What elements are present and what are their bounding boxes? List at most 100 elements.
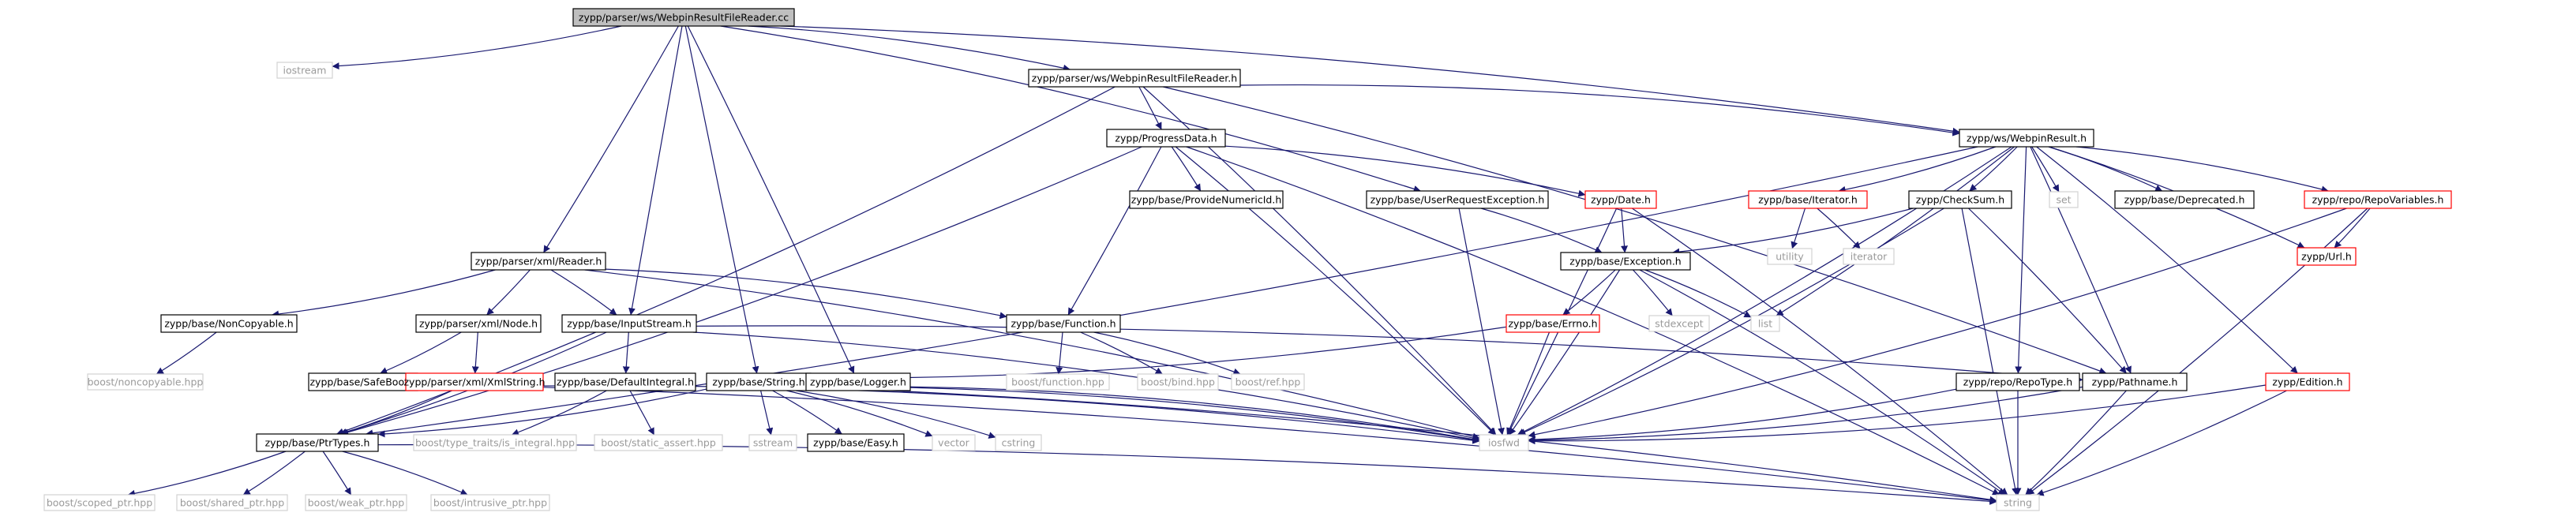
node-zypp-base-noncopyable-h[interactable]: zypp/base/NonCopyable.h (160, 314, 298, 333)
edge-exception-to-stdexcept (1633, 269, 1673, 316)
node-box (2049, 191, 2079, 208)
node-label: zypp/base/PtrTypes.h (265, 437, 370, 449)
edge-progressdata-to-iosfwd (1175, 146, 1496, 436)
node-box (1560, 252, 1691, 271)
node-boost-scoped-ptr-hpp: boost/scoped_ptr.hpp (43, 494, 156, 511)
node-set: set (2049, 191, 2079, 208)
edge-string_h-to-sstream (760, 390, 774, 436)
node-zypp-date-h[interactable]: zypp/Date.h (1584, 190, 1657, 209)
node-box (1006, 373, 1110, 391)
node-label: zypp/Date.h (1591, 194, 1651, 206)
node-zypp-base-defaultintegral-h[interactable]: zypp/base/DefaultIntegral.h (554, 372, 696, 391)
node-label: utility (1775, 251, 1804, 263)
node-zypp-edition-h[interactable]: zypp/Edition.h (2265, 372, 2350, 391)
node-zypp-parser-ws-webpinresultfilereader-h[interactable]: zypp/parser/ws/WebpinResultFileReader.h (1028, 69, 1241, 88)
edge-logger-to-iosfwd (909, 386, 1480, 443)
edge-pathname-to-iosfwd (1528, 386, 2083, 444)
edge-webpinresult-to-repovariables (2075, 146, 2329, 193)
node-box (405, 372, 544, 391)
node-zypp-base-userrequestexception-h[interactable]: zypp/base/UserRequestException.h (1366, 190, 1549, 209)
node-label: zypp/parser/xml/Node.h (419, 318, 538, 330)
node-zypp-base-providenumericid-h[interactable]: zypp/base/ProvideNumericId.h (1129, 190, 1284, 209)
node-zypp-checksum-h[interactable]: zypp/CheckSum.h (1908, 190, 2012, 209)
node-iterator: iterator (1843, 248, 1895, 265)
node-label: zypp/base/Deprecated.h (2124, 194, 2245, 206)
node-label: boost/shared_ptr.hpp (180, 497, 284, 509)
node-zypp-base-inputstream-h[interactable]: zypp/base/InputStream.h (561, 314, 697, 333)
edge-pathname-to-string_sys (2025, 390, 2127, 496)
node-zypp-base-exception-h[interactable]: zypp/base/Exception.h (1560, 252, 1691, 271)
node-zypp-base-function-h[interactable]: zypp/base/Function.h (1006, 314, 1121, 333)
edge-inputstream-to-defaultintegral (622, 331, 630, 374)
node-zypp-base-iterator-h[interactable]: zypp/base/Iterator.h (1748, 190, 1868, 209)
node-zypp-pathname-h[interactable]: zypp/Pathname.h (2082, 372, 2188, 391)
node-box (413, 434, 577, 451)
edge-repovariables-to-url (2334, 208, 2371, 249)
node-box (1028, 69, 1241, 88)
edge-root-to-userreqexc (720, 25, 1421, 193)
node-zypp-repo-repotype-h[interactable]: zypp/repo/RepoType.h (1955, 372, 2080, 391)
edge-string_h-to-ptrtypes (377, 388, 707, 438)
node-zypp-base-string-h[interactable]: zypp/base/String.h (706, 372, 812, 391)
node-zypp-parser-xml-node-h[interactable]: zypp/parser/xml/Node.h (415, 314, 542, 333)
node-label: zypp/parser/xml/Reader.h (475, 256, 602, 267)
node-boost-intrusive-ptr-hpp: boost/intrusive_ptr.hpp (430, 494, 550, 511)
node-label: zypp/base/DefaultIntegral.h (557, 376, 694, 388)
edge-webpinresult-to-checksum (1969, 146, 2018, 192)
node-zypp-base-easy-h[interactable]: zypp/base/Easy.h (807, 433, 905, 452)
edge-xmlreader-to-inputstream (550, 269, 617, 316)
node-boost-static-assert-hpp: boost/static_assert.hpp (594, 434, 723, 451)
edge-string_h-to-easy (772, 390, 842, 435)
edge-ptrtypes-to-boost_intrusive_ptr (342, 451, 468, 496)
node-zypp-ws-webpinresult-h[interactable]: zypp/ws/WebpinResult.h (1959, 129, 2094, 148)
node-zypp-progressdata-h[interactable]: zypp/ProgressData.h (1106, 129, 1226, 148)
node-boost-weak-ptr-hpp: boost/weak_ptr.hpp (305, 494, 407, 511)
node-zypp-url-h[interactable]: zypp/Url.h (2297, 247, 2357, 266)
node-box (160, 314, 298, 333)
node-label: stdexcept (1655, 318, 1703, 330)
node-zypp-parser-xml-xmlstring-h[interactable]: zypp/parser/xml/XmlString.h (404, 372, 546, 391)
node-zypp-base-safebool-h[interactable]: zypp/base/SafeBool.h (308, 372, 418, 391)
edge-xmlstring-to-string_sys (542, 387, 1997, 504)
node-box (1505, 314, 1600, 333)
node-label: boost/ref.hpp (1236, 376, 1301, 388)
edge-iterator_h-to-iterator_sys (1817, 208, 1861, 249)
node-box (2082, 372, 2188, 391)
edge-progressdata-to-providenumericid (1171, 146, 1202, 192)
edge-defaultintegral-to-boost_static_assert (629, 390, 655, 436)
node-zypp-base-deprecated-h[interactable]: zypp/base/Deprecated.h (2114, 190, 2255, 209)
node-zypp-parser-ws-webpinresultfilereader-cc[interactable]: zypp/parser/ws/WebpinResultFileReader.cc (572, 8, 795, 27)
node-zypp-base-errno-h[interactable]: zypp/base/Errno.h (1505, 314, 1600, 333)
node-zypp-base-logger-h[interactable]: zypp/base/Logger.h (805, 372, 911, 391)
edge-root-to-logger (687, 25, 855, 374)
node-label: string (2004, 497, 2032, 509)
node-label: boost/weak_ptr.hpp (308, 497, 405, 509)
node-label: zypp/ws/WebpinResult.h (1967, 133, 2087, 144)
edge-checksum-to-exception (1672, 208, 1914, 256)
edge-root-to-iostream (332, 25, 622, 70)
node-label: vector (938, 437, 970, 449)
node-label: boost/bind.hpp (1141, 376, 1215, 388)
node-box (561, 314, 697, 333)
edge-inputstream-to-pathname (696, 325, 2083, 383)
node-box (1366, 190, 1549, 209)
edge-errno-to-string_h (810, 326, 1507, 382)
node-zypp-parser-xml-reader-h[interactable]: zypp/parser/xml/Reader.h (471, 252, 606, 271)
node-box (1748, 190, 1868, 209)
edge-wrfr_h-to-pathname (1163, 86, 2107, 375)
node-boost-ref-hpp: boost/ref.hpp (1231, 373, 1305, 391)
node-label: zypp/ProgressData.h (1115, 133, 1217, 144)
edge-defaultintegral-to-boost_is_integral (511, 390, 607, 436)
edge-iterator_h-to-utility (1790, 208, 1806, 249)
edge-progressdata-to-date (1224, 145, 1586, 197)
node-box (305, 494, 407, 511)
edge-progressdata-to-ptrtypes (341, 146, 1142, 436)
node-zypp-base-ptrtypes-h[interactable]: zypp/base/PtrTypes.h (256, 433, 379, 452)
edge-ptrtypes-to-boost_weak_ptr (322, 451, 352, 496)
node-label: zypp/Edition.h (2272, 376, 2342, 388)
node-label: boost/function.hpp (1011, 376, 1104, 388)
edge-exception-to-errno (1562, 269, 1616, 316)
node-zypp-repo-repovariables-h[interactable]: zypp/repo/RepoVariables.h (2304, 190, 2452, 209)
edge-exception-to-list (1644, 269, 1752, 318)
node-label: boost/type_traits/is_integral.hpp (415, 437, 575, 449)
